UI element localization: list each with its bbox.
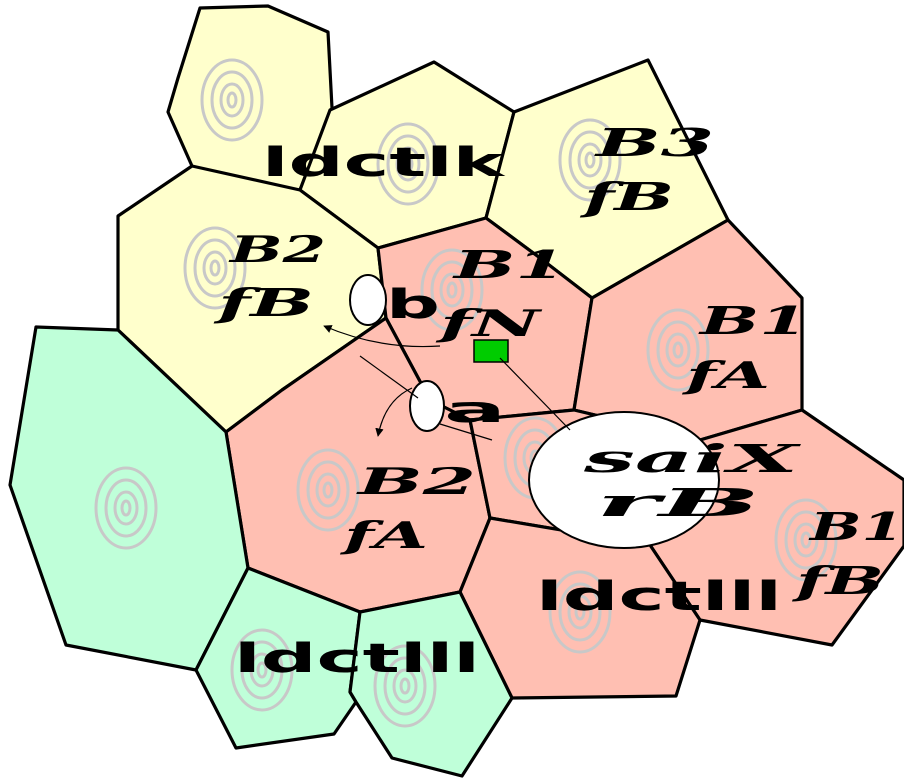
cell-mid-label-b: fA — [338, 515, 428, 557]
cell-bottom-left-label: ldctlll — [234, 636, 480, 682]
cell-bottom-right-label: ldctlll — [536, 574, 782, 620]
small-bubble-a — [410, 381, 444, 431]
small-bubble-b — [350, 275, 386, 325]
cell-mid-label-a: B2 — [356, 461, 476, 503]
cell-left-label-a: B2 — [228, 229, 326, 271]
cell-center-prefix: b — [386, 282, 440, 328]
cell-far-right-label-b: fB — [791, 558, 884, 603]
cell-top-right-label-a: B3 — [594, 120, 714, 165]
cell-top-center-label: ldctlk — [262, 140, 507, 186]
bubble-a-label: a — [444, 390, 506, 431]
cell-center-label-b: fN — [434, 303, 544, 345]
handover-bubble-label-bottom: rB — [596, 480, 760, 525]
cell-right-label-b: fA — [680, 355, 770, 397]
handover-bubble-label-top: saiX — [582, 436, 802, 481]
cell-right-label-a: B1 — [698, 298, 808, 343]
cell-left-label-b: fB — [212, 280, 314, 325]
cell-top-right-label-b: fB — [578, 174, 674, 219]
cell-far-right-label-a: B1 — [808, 504, 904, 549]
cell-center-label-a: B1 — [452, 242, 566, 287]
